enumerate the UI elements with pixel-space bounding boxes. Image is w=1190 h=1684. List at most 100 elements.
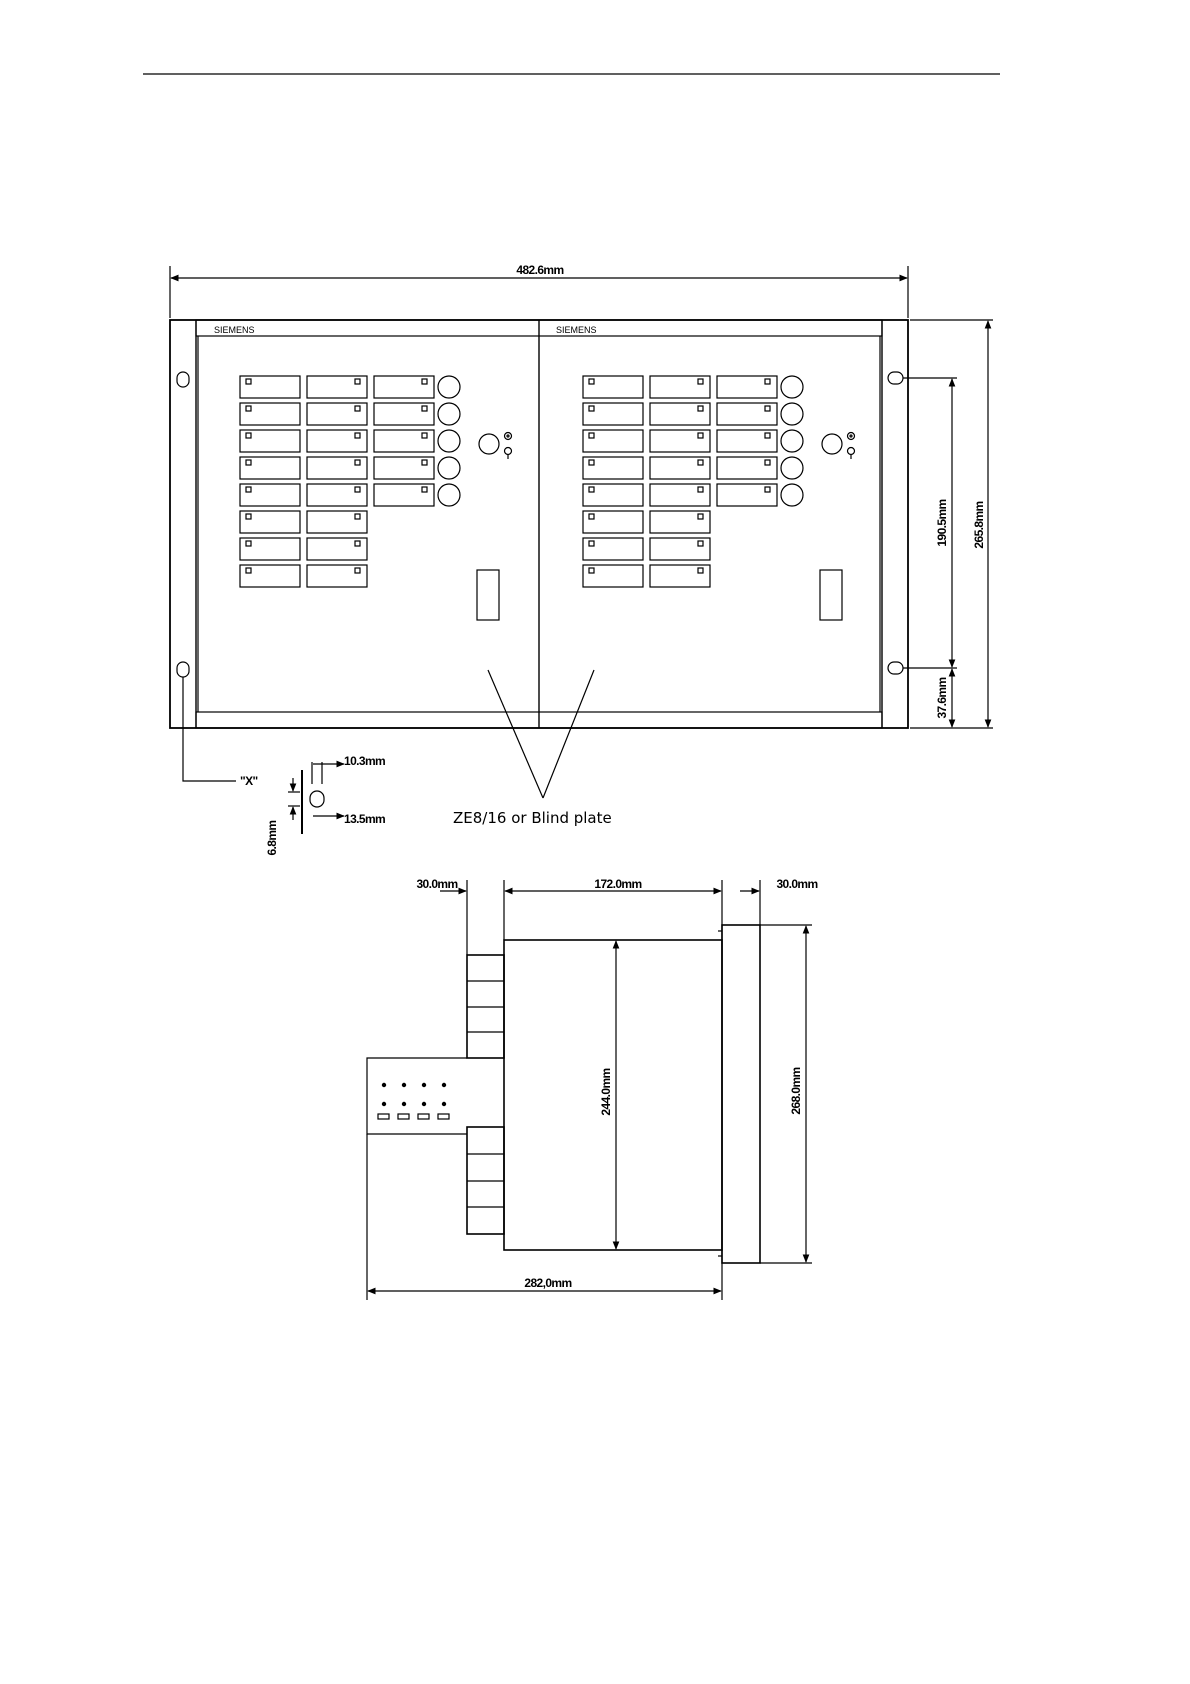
interface-port [477, 570, 499, 620]
function-key [438, 403, 460, 425]
connector-socket [398, 1114, 409, 1119]
led-marker [246, 514, 251, 519]
led-marker [355, 541, 360, 546]
connector-pin [402, 1083, 405, 1086]
led-marker [589, 514, 594, 519]
slot-length-label: 13.5mm [344, 812, 385, 826]
led-marker [765, 379, 770, 384]
indicator-led [505, 448, 512, 455]
connector-socket [378, 1114, 389, 1119]
indicator-led [848, 448, 855, 455]
mounting-hole-top-right [888, 372, 903, 384]
led-marker [589, 487, 594, 492]
led-marker [698, 433, 703, 438]
function-key [781, 430, 803, 452]
led-marker [422, 433, 427, 438]
led-marker [422, 379, 427, 384]
function-key [781, 376, 803, 398]
connector-backplate [367, 1058, 467, 1134]
mounting-hole-bottom-left [177, 662, 189, 677]
led-marker [246, 406, 251, 411]
led-marker [355, 460, 360, 465]
connector-pin [422, 1083, 425, 1086]
slot-width-label: 10.3mm [344, 754, 385, 768]
connector-socket [418, 1114, 429, 1119]
led-marker [765, 433, 770, 438]
body-depth-label: 172.0mm [594, 877, 641, 891]
slot-marker-label: "X" [240, 774, 258, 788]
front-view [170, 266, 993, 834]
led-marker [246, 379, 251, 384]
mounting-hole-top-left [177, 372, 189, 387]
led-marker [698, 406, 703, 411]
slot-height-label: 6.8mm [265, 820, 279, 855]
indicator-led [848, 433, 855, 440]
body-height-label: 244.0mm [599, 1068, 613, 1115]
led-marker [765, 460, 770, 465]
front-depth-label: 30.0mm [776, 877, 817, 891]
led-marker [355, 433, 360, 438]
led-marker [765, 487, 770, 492]
front-plate [722, 925, 760, 1263]
led-marker [589, 433, 594, 438]
connector-pin [382, 1083, 385, 1086]
connector-pin [402, 1102, 405, 1105]
interface-port [820, 570, 842, 620]
connector-pin [422, 1102, 425, 1105]
mounting-hole-bottom-right [888, 662, 903, 674]
led-marker [698, 487, 703, 492]
indicator-led [505, 433, 512, 440]
indicator-led-center [850, 435, 852, 437]
brand-left: SIEMENS [214, 325, 255, 335]
led-marker [246, 541, 251, 546]
connector-pin [382, 1102, 385, 1105]
function-key [781, 457, 803, 479]
led-marker [422, 406, 427, 411]
connector-pin [442, 1102, 445, 1105]
led-marker [246, 568, 251, 573]
connector-pins [378, 1083, 449, 1119]
led-marker [355, 487, 360, 492]
front-height-label: 268.0mm [789, 1067, 803, 1114]
led-marker [589, 568, 594, 573]
callout-label: ZE8/16 or Blind plate [453, 809, 612, 827]
led-marker [246, 460, 251, 465]
brand-right: SIEMENS [556, 325, 597, 335]
led-marker [698, 541, 703, 546]
function-key [438, 430, 460, 452]
reset-key [479, 434, 499, 454]
led-marker [589, 379, 594, 384]
led-marker [698, 514, 703, 519]
hole-spacing-label: 190.5mm [935, 499, 949, 546]
side-view [367, 880, 812, 1300]
led-marker [765, 406, 770, 411]
function-key [438, 376, 460, 398]
slot-detail-outline [310, 791, 324, 807]
total-depth-label: 282,0mm [524, 1276, 571, 1290]
function-key [438, 457, 460, 479]
module-left [240, 376, 512, 620]
indicator-led-center [507, 435, 509, 437]
connector-socket [438, 1114, 449, 1119]
connector-pin [442, 1083, 445, 1086]
module-right [583, 376, 855, 620]
led-marker [698, 460, 703, 465]
led-marker [246, 487, 251, 492]
led-marker [589, 460, 594, 465]
led-marker [422, 487, 427, 492]
led-marker [698, 568, 703, 573]
width-label: 482.6mm [516, 263, 563, 277]
function-key [781, 403, 803, 425]
led-marker [355, 406, 360, 411]
led-marker [355, 379, 360, 384]
led-marker [246, 433, 251, 438]
rear-offset-label: 30.0mm [416, 877, 457, 891]
led-marker [355, 568, 360, 573]
height-label: 265.8mm [972, 501, 986, 548]
led-marker [589, 406, 594, 411]
case-body [504, 940, 722, 1250]
led-marker [589, 541, 594, 546]
reset-key [822, 434, 842, 454]
